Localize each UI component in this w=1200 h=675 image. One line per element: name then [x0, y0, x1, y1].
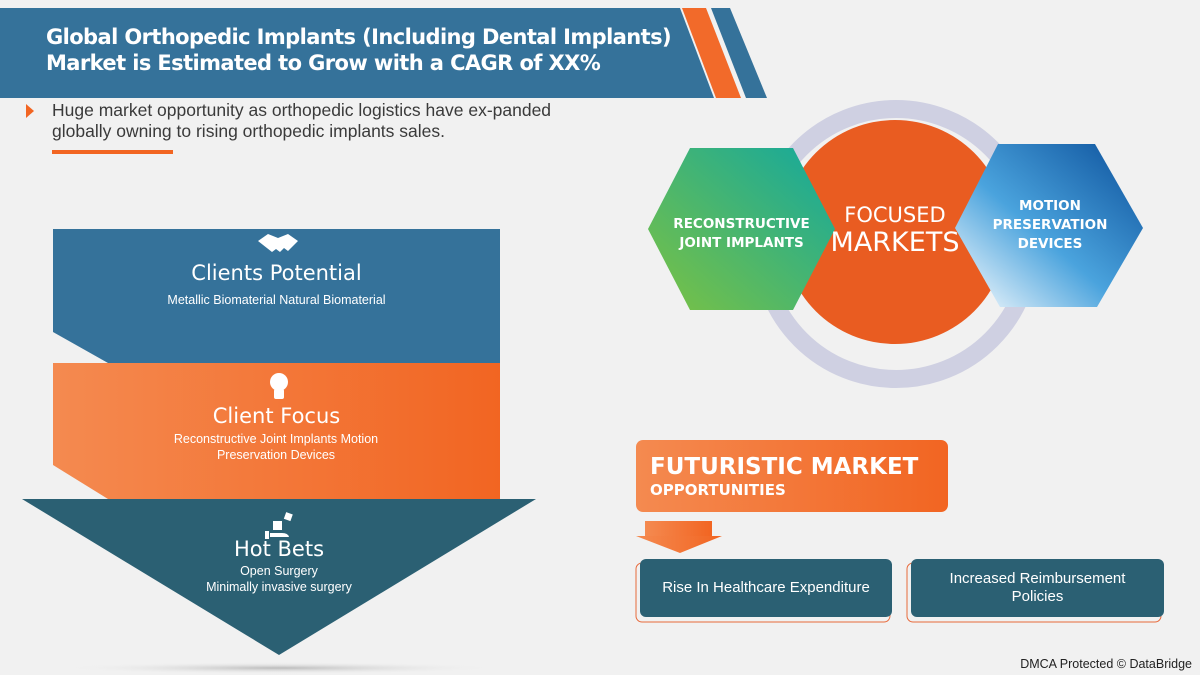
hand-dice-icon — [265, 512, 293, 539]
futuristic-heading-box — [636, 440, 948, 512]
banner-stripe-orange — [682, 8, 741, 98]
funnel-block-hot-bets — [22, 499, 536, 655]
futuristic-heading: FUTURISTIC MARKET OPPORTUNITIES — [650, 453, 918, 500]
footer-credit: DMCA Protected © DataBridge — [1020, 657, 1192, 671]
title-line-1: Global Orthopedic Implants (Including De… — [46, 25, 672, 49]
opportunity-box-2 — [911, 559, 1164, 617]
down-arrow-icon — [636, 536, 722, 553]
funnel-subtitle-client-focus: Reconstructive Joint Implants Motion Pre… — [173, 432, 379, 462]
opportunity-reimbursement: Increased Reimbursement Policies — [949, 570, 1126, 605]
label-line: FOCUSED — [844, 203, 946, 227]
funnel-subtitle-clients-potential: Metallic Biomaterial Natural Biomaterial — [167, 293, 386, 307]
banner-stripe-blue — [711, 8, 767, 98]
heading-line: OPPORTUNITIES — [650, 481, 786, 499]
label-line: DEVICES — [1017, 236, 1083, 252]
page-title: Global Orthopedic Implants (Including De… — [46, 24, 672, 76]
label-line: RECONSTRUCTIVE — [673, 216, 810, 232]
funnel-title-hot-bets: Hot Bets — [233, 537, 325, 561]
funnel-subtitle-hot-bets-1: Open Surgery — [240, 564, 318, 578]
focused-markets-label: FOCUSED MARKETS — [820, 202, 970, 258]
title-line-2: Market is Estimated to Grow with a CAGR … — [46, 51, 601, 75]
bullet-arrow-icon — [26, 104, 34, 118]
funnel-title-client-focus: Client Focus — [212, 404, 341, 428]
hexagon-motion-preservation — [955, 144, 1143, 307]
hexagon-reconstructive-label: RECONSTRUCTIVE JOINT IMPLANTS — [648, 215, 835, 253]
label-line: MARKETS — [830, 227, 960, 258]
underline-accent — [52, 150, 173, 154]
bullet-text: Huge market opportunity as orthopedic lo… — [52, 100, 552, 141]
funnel-subtitle-hot-bets-2: Minimally invasive surgery — [206, 580, 352, 594]
opportunity-box-1 — [640, 559, 892, 617]
hexagon-motion-label: MOTION PRESERVATION DEVICES — [965, 197, 1135, 254]
focus-center-circle — [783, 120, 1007, 344]
title-banner — [0, 8, 714, 98]
opportunity-rise-healthcare: Rise In Healthcare Expenditure — [662, 579, 870, 596]
lightbulb-icon — [270, 373, 288, 399]
funnel-title-clients-potential: Clients Potential — [191, 261, 362, 285]
label-line: PRESERVATION — [992, 217, 1108, 233]
hexagon-reconstructive — [648, 148, 835, 310]
heading-line: FUTURISTIC MARKET — [650, 454, 919, 480]
label-line: MOTION — [1019, 198, 1081, 214]
handshake-icon — [258, 234, 298, 252]
label-line: JOINT IMPLANTS — [679, 235, 804, 251]
